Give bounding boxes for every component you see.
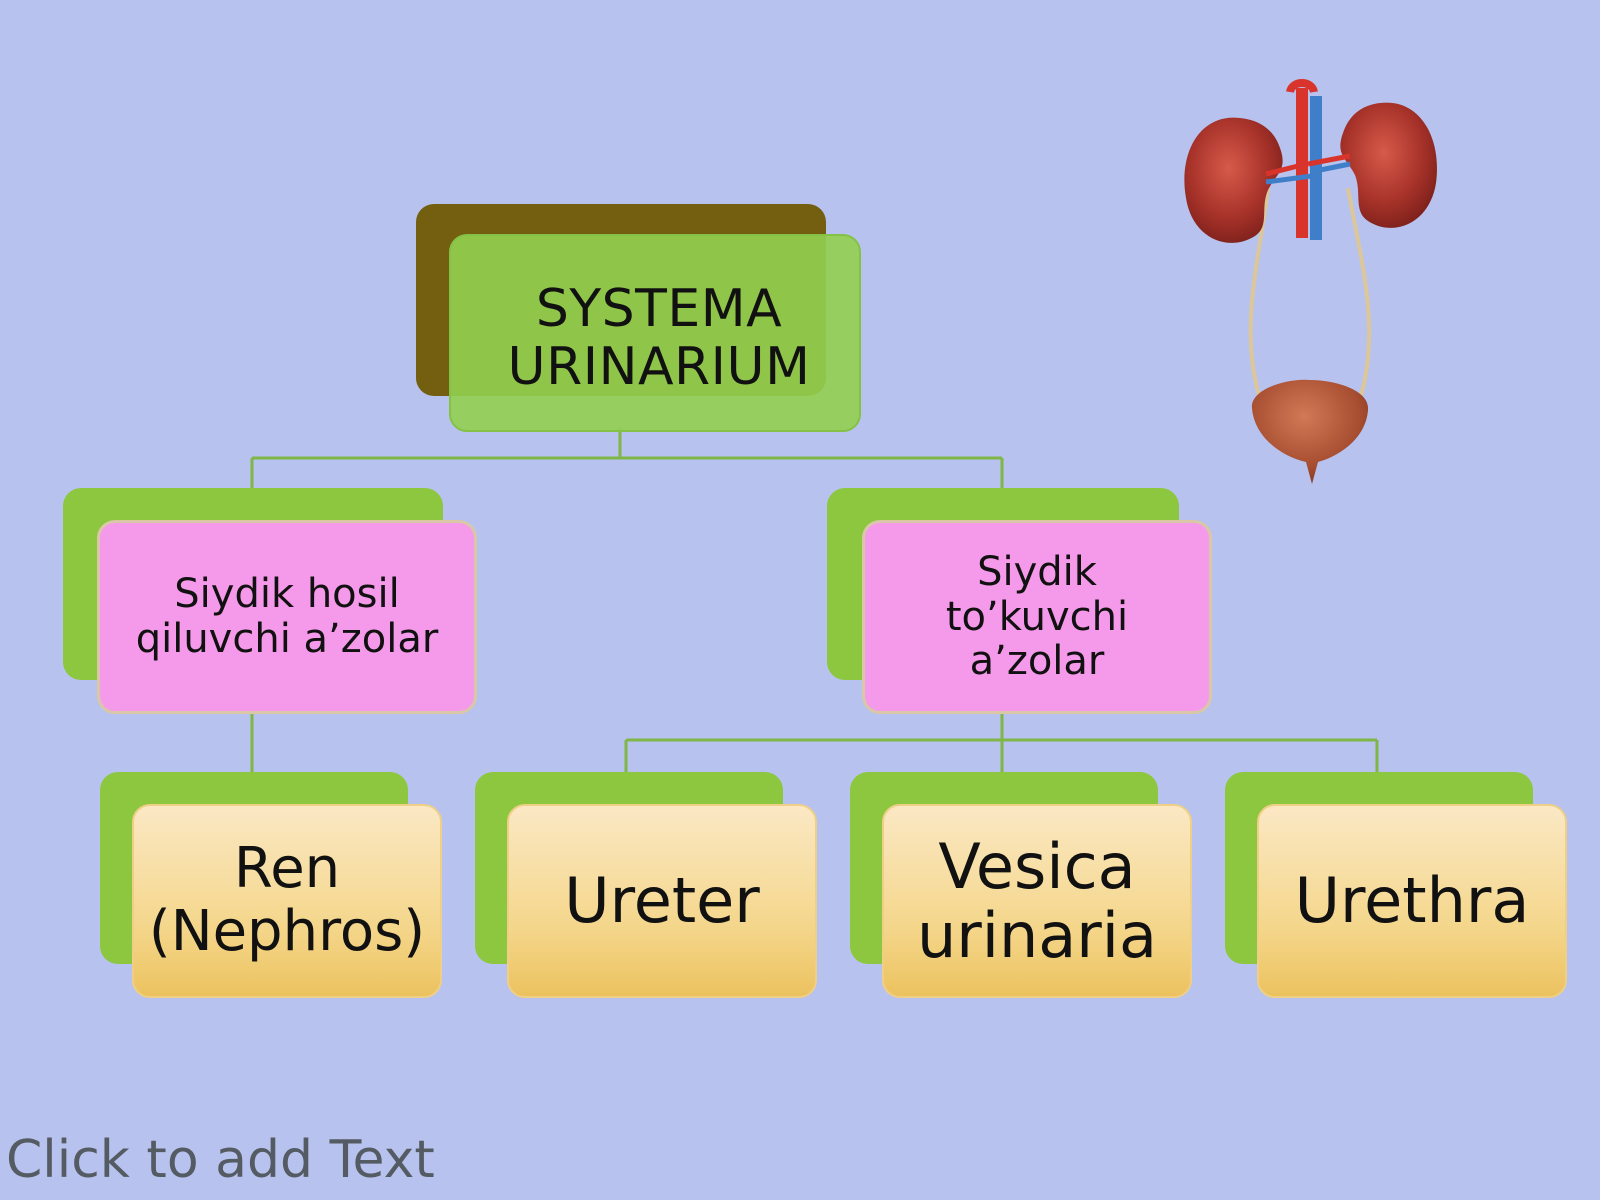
branch-node-urine-excreting[interactable]: Siydik to’kuvchi a’zolar: [862, 520, 1212, 714]
branch-node-urine-forming[interactable]: Siydik hosil qiluvchi a’zolar: [97, 520, 477, 714]
branch-right-line-3: a’zolar: [969, 638, 1105, 685]
leaf-node-ren[interactable]: Ren (Nephros): [132, 804, 442, 998]
branch-right-line-2: to’kuvchi: [945, 593, 1129, 640]
branch-left-line-1: Siydik hosil: [174, 571, 400, 618]
root-label-line-1: SYSTEMA: [535, 278, 783, 339]
leaf-node-vesica-urinaria[interactable]: Vesica urinaria: [882, 804, 1192, 998]
branch-right-label: Siydik to’kuvchi a’zolar: [945, 548, 1129, 685]
leaf-node-ureter[interactable]: Ureter: [507, 804, 817, 998]
root-node-label: SYSTEMA URINARIUM: [507, 278, 811, 397]
branch-left-label: Siydik hosil qiluvchi a’zolar: [136, 572, 439, 662]
root-label-line-2: URINARIUM: [507, 337, 811, 397]
leaf-vesica-line-1: Vesica: [938, 829, 1136, 903]
leaf-urethra-label: Urethra: [1294, 864, 1530, 938]
leaf-urethra-line-1: Urethra: [1294, 864, 1530, 938]
kidney-urinary-system-icon: [1184, 79, 1437, 484]
leaf-vesica-line-2: urinaria: [916, 899, 1157, 972]
root-node[interactable]: SYSTEMA URINARIUM: [449, 234, 861, 432]
leaf-vesica-label: Vesica urinaria: [916, 829, 1157, 972]
branch-left-line-2: qiluvchi a’zolar: [135, 616, 439, 662]
leaf-node-urethra[interactable]: Urethra: [1257, 804, 1567, 998]
branch-right-line-1: Siydik: [977, 548, 1097, 595]
leaf-ureter-label: Ureter: [564, 864, 760, 938]
leaf-ureter-line-1: Ureter: [564, 864, 760, 938]
footer-placeholder-text[interactable]: Click to add Text: [6, 1130, 435, 1190]
leaf-ren-line-1: Ren: [233, 836, 341, 902]
leaf-ren-label: Ren (Nephros): [149, 838, 425, 963]
leaf-ren-line-2: (Nephros): [148, 899, 426, 964]
